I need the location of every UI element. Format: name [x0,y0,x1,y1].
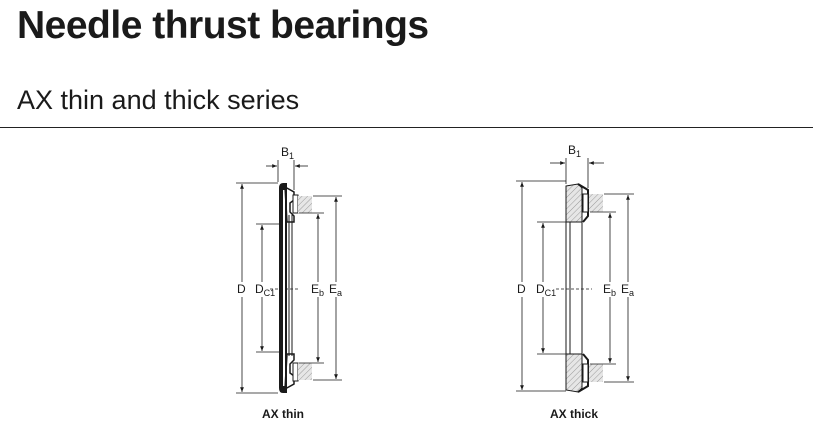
top-counterface [298,196,312,213]
ax-thick-ea-label: Ea [621,282,634,298]
top-roller [292,194,299,214]
ax-thin-diagram: B1 D DC1 Eb Ea AX thin [236,145,342,421]
ax-thin-d-label: D [237,282,246,296]
ax-thick-diagram: B1 D DC1 Eb Ea AX thick [516,143,634,421]
washer-inner-line [283,190,285,386]
thick-bottom-counterface [589,364,603,382]
thick-top-roller [582,193,589,213]
thick-washer-bottom [565,353,583,393]
ax-thin-eb-label: Eb [311,282,324,298]
page-title: Needle thrust bearings [17,4,429,47]
bottom-roller [292,362,299,382]
section-subtitle: AX thin and thick series [17,85,300,115]
ax-thick-b1-label: B1 [568,143,581,159]
ax-thin-caption: AX thin [262,407,304,421]
thick-bottom-roller [582,363,589,383]
ax-thick-d-label: D [517,282,526,296]
bottom-counterface [298,363,312,380]
ax-thick-eb-label: Eb [603,282,616,298]
thick-top-counterface [589,194,603,212]
ax-thin-dc1-label: DC1 [255,282,275,298]
ax-thick-caption: AX thick [550,407,598,421]
thick-washer-top [565,183,583,223]
ax-thick-dc1-label: DC1 [536,282,556,298]
ax-thin-ea-label: Ea [329,282,342,298]
section-divider [0,127,813,128]
ax-thin-b1-label: B1 [281,145,294,161]
